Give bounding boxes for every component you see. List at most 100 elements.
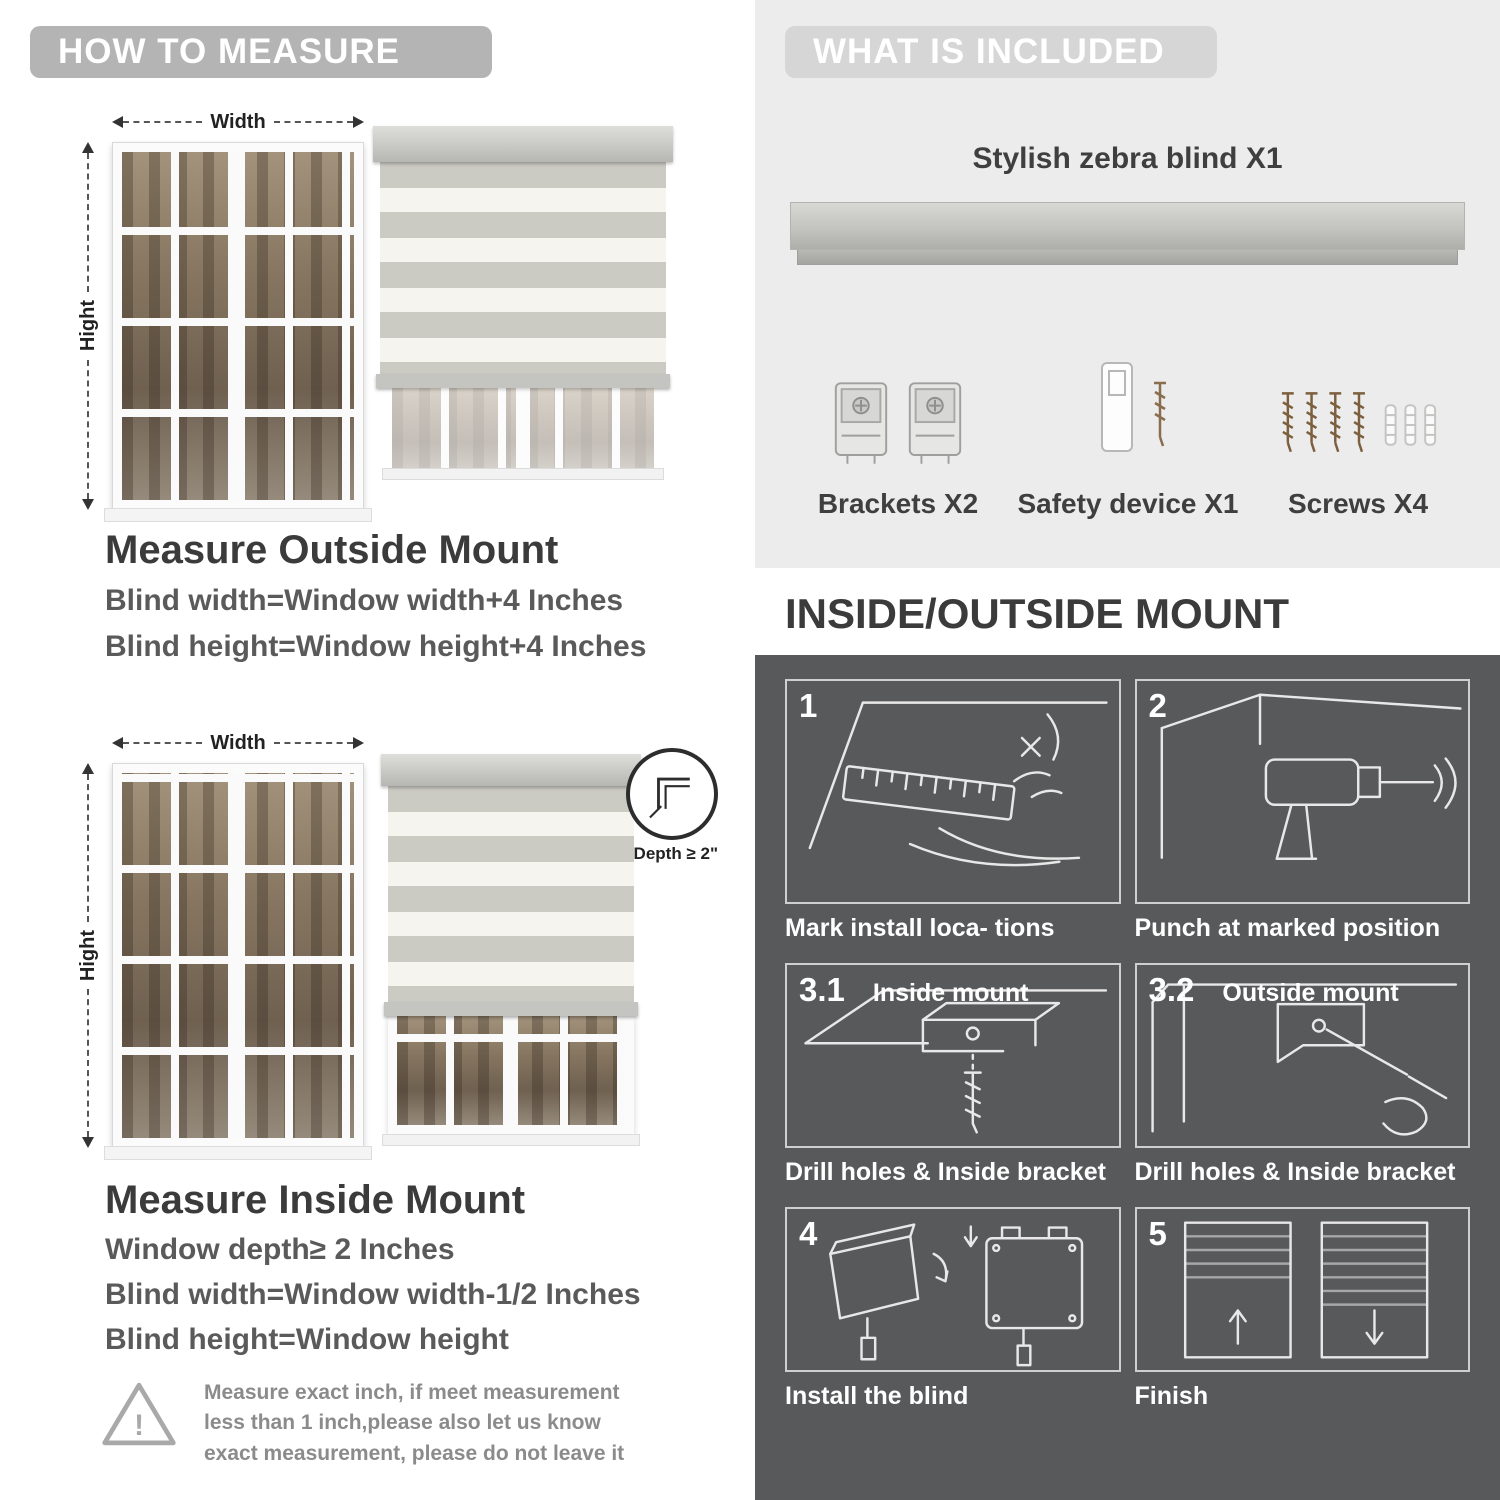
what-is-included-panel: WHAT IS INCLUDED Stylish zebra blind X1 xyxy=(755,0,1500,568)
window-glass xyxy=(122,773,354,1138)
mount-step-5: 5 Finish xyxy=(1134,1207,1470,1411)
safety-device-item xyxy=(1013,335,1243,470)
warning-text: Measure exact inch, if meet measurement … xyxy=(204,1381,625,1465)
window-below-blind xyxy=(388,1016,634,1134)
mount-steps-panel: 1 Mark install l xyxy=(755,655,1500,1500)
screws-item xyxy=(1243,335,1473,470)
window-glass-faded xyxy=(392,388,654,468)
warning-triangle-icon: ! xyxy=(102,1382,176,1446)
headrail-top xyxy=(790,202,1465,250)
outside-mount-heading: Measure Outside Mount xyxy=(105,528,559,572)
height-label: Hight xyxy=(76,929,99,982)
what-is-included-banner: WHAT IS INCLUDED xyxy=(785,26,1217,78)
arrowhead-left-icon xyxy=(112,116,123,128)
product-label: Stylish zebra blind X1 xyxy=(972,142,1283,175)
blind-headrail-illustration xyxy=(790,202,1465,265)
step-caption: Punch at marked position xyxy=(1134,914,1441,942)
mark-locations-art-icon xyxy=(808,701,1108,867)
arrowhead-up-icon xyxy=(82,763,94,774)
brackets-label: Brackets X2 xyxy=(817,488,979,519)
how-to-measure-banner: HOW TO MEASURE xyxy=(30,26,492,78)
window-illustration xyxy=(104,763,372,1160)
window-glass xyxy=(122,152,354,500)
step-tile: 2 xyxy=(1134,679,1470,904)
mount-step-3-2: 3.2 Outside mount Drill holes & Inside b… xyxy=(1134,963,1470,1187)
zebra-blind-illustration xyxy=(373,126,673,480)
step-tile: 3.1 Inside mount xyxy=(785,963,1121,1148)
outside-mount-line-2: Blind height=Window height+4 Inches xyxy=(105,630,647,663)
arrowhead-left-icon xyxy=(112,737,123,749)
how-to-measure-banner-label: HOW TO MEASURE xyxy=(58,32,400,71)
mount-step-4: 4 Insta xyxy=(785,1207,1121,1411)
outside-mount-line-1: Blind width=Window width+4 Inches xyxy=(105,584,624,617)
inside-mount-line-2: Blind width=Window width-1/2 Inches xyxy=(105,1278,641,1311)
step-caption: Mark install loca- tions xyxy=(785,914,1055,942)
height-arrow: Hight xyxy=(76,763,99,1148)
depth-note: Depth ≥ 2" xyxy=(633,844,718,863)
step-caption: Drill holes & Inside bracket xyxy=(785,1158,1106,1186)
height-label: Hight xyxy=(76,300,99,352)
what-is-included-banner-label: WHAT IS INCLUDED xyxy=(813,32,1165,71)
width-label: Width xyxy=(210,731,266,754)
arrowhead-right-icon xyxy=(353,116,365,128)
step-tile: 1 xyxy=(785,679,1121,904)
step-number: 2 xyxy=(1148,687,1167,724)
step-tag: Outside mount xyxy=(1222,979,1399,1007)
blind-inside-window-illustration xyxy=(381,754,641,1146)
warning-exclamation: ! xyxy=(134,1409,144,1442)
blind-headrail xyxy=(373,126,673,162)
window-illustration xyxy=(104,142,372,522)
screws-label: Screws X4 xyxy=(1287,488,1429,519)
width-arrow: Width xyxy=(112,110,365,133)
step-tile: 4 xyxy=(785,1207,1121,1372)
safety-device-label: Safety device X1 xyxy=(1017,488,1239,519)
window-corner-icon xyxy=(649,777,690,819)
bracket-icon xyxy=(834,382,888,464)
inside-bracket-art-icon xyxy=(804,989,1108,1134)
mount-section-heading: INSIDE/OUTSIDE MOUNT xyxy=(785,590,1290,637)
depth-magnifier-icon xyxy=(626,748,718,840)
arrowhead-right-icon xyxy=(353,737,365,749)
bracket-icon xyxy=(908,382,962,464)
mount-step-3-1: 3.1 Inside mount Drill holes & Inside br… xyxy=(785,963,1121,1187)
screws-icon xyxy=(1280,392,1437,453)
install-blind-art-icon xyxy=(829,1223,1084,1367)
step-number: 3.2 xyxy=(1148,971,1195,1008)
step-tile: 5 xyxy=(1134,1207,1470,1372)
step-number: 3.1 xyxy=(799,971,845,1008)
mount-step-2: 2 Punch at marked position xyxy=(1134,679,1470,943)
step-number: 1 xyxy=(799,687,818,724)
step-caption: Install the blind xyxy=(785,1382,969,1410)
finish-art-icon xyxy=(1183,1221,1428,1359)
outside-mount-window-diagram: Width Hight xyxy=(76,110,372,522)
headrail-lip xyxy=(797,250,1458,265)
arrowhead-down-icon xyxy=(82,1137,94,1148)
width-label: Width xyxy=(210,110,266,133)
inside-mount-window-diagram: Width Hight xyxy=(76,731,372,1160)
measurement-warning: ! Measure exact inch, if meet measuremen… xyxy=(100,1378,654,1469)
inside-mount-heading: Measure Inside Mount xyxy=(105,1178,526,1222)
inside-mount-line-1: Window depth≥ 2 Inches xyxy=(105,1233,455,1266)
step-caption: Drill holes & Inside bracket xyxy=(1134,1158,1456,1186)
depth-callout: Depth ≥ 2" xyxy=(588,748,718,864)
height-arrow: Hight xyxy=(76,142,99,510)
window-glass xyxy=(397,1016,625,1125)
brackets-item xyxy=(783,335,1013,470)
arrowhead-down-icon xyxy=(82,499,94,510)
step-number: 5 xyxy=(1148,1215,1167,1252)
included-item-labels: Brackets X2 Safety device X1 Screws X4 xyxy=(783,488,1473,520)
included-items-row xyxy=(783,335,1473,470)
window-sill xyxy=(382,1134,640,1146)
arrowhead-up-icon xyxy=(82,142,94,153)
step-tile: 3.2 Outside mount xyxy=(1134,963,1470,1148)
mount-step-1: 1 Mark install l xyxy=(785,679,1121,943)
mount-steps-grid: 1 Mark install l xyxy=(785,679,1470,1411)
outside-bracket-art-icon xyxy=(1150,983,1457,1136)
drill-art-icon xyxy=(1160,693,1462,861)
safety-device-icon xyxy=(1101,362,1166,452)
width-arrow: Width xyxy=(112,731,365,754)
blind-stripes xyxy=(388,786,634,1002)
blind-stripes xyxy=(380,162,666,374)
step-tag: Inside mount xyxy=(872,979,1029,1007)
